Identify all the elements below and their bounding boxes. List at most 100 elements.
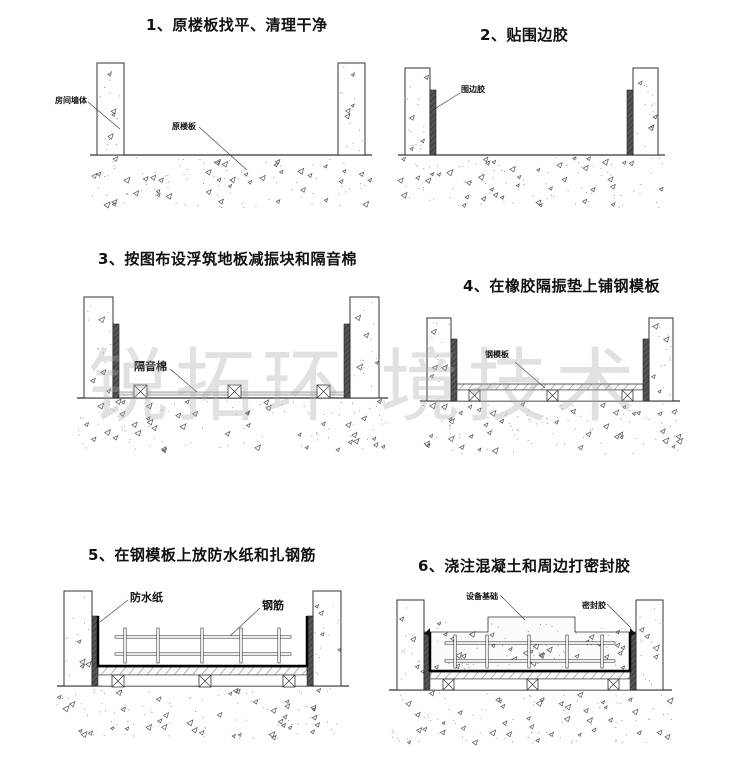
aggregate-mark xyxy=(482,156,489,163)
aggregate-mark xyxy=(476,407,482,413)
aggregate-dot xyxy=(649,718,651,720)
aggregate-dot xyxy=(666,348,668,350)
aggregate-dot xyxy=(381,423,383,425)
aggregate-mark xyxy=(352,438,360,445)
aggregate-dot xyxy=(545,183,547,185)
aggregate-mark xyxy=(520,401,526,407)
aggregate-mark xyxy=(441,720,446,726)
aggregate-mark xyxy=(297,167,305,175)
aggregate-mark xyxy=(644,633,650,640)
aggregate-dot xyxy=(529,712,531,714)
aggregate-dot xyxy=(580,166,582,168)
aggregate-dot xyxy=(97,187,99,189)
steel-formwork xyxy=(429,671,631,680)
aggregate-dot xyxy=(327,691,329,693)
aggregate-dot xyxy=(107,312,109,314)
aggregate-dot xyxy=(306,705,308,707)
aggregate-dot xyxy=(84,708,86,710)
aggregate-mark xyxy=(538,202,543,208)
aggregate-dot xyxy=(556,444,558,446)
aggregate-dot xyxy=(587,420,589,422)
aggregate-dot xyxy=(562,407,564,409)
aggregate-mark xyxy=(477,447,482,452)
aggregate-dot xyxy=(512,451,514,453)
aggregate-dot xyxy=(124,430,126,432)
aggregate-mark xyxy=(287,725,293,731)
aggregate-dot xyxy=(410,86,412,88)
aggregate-dot xyxy=(532,195,534,197)
aggregate-dot xyxy=(321,631,323,633)
aggregate-dot xyxy=(97,423,99,425)
aggregate-dot xyxy=(613,195,615,197)
aggregate-dot xyxy=(106,194,108,196)
aggregate-mark xyxy=(83,421,90,428)
aggregate-dot xyxy=(345,191,347,193)
aggregate-dot xyxy=(667,713,669,715)
aggregate-mark xyxy=(145,723,153,731)
aggregate-dot xyxy=(479,732,481,734)
aggregate-mark xyxy=(529,649,534,654)
aggregate-dot xyxy=(582,437,584,439)
aggregate-mark xyxy=(252,699,259,705)
aggregate-mark xyxy=(415,727,423,734)
aggregate-dot xyxy=(546,732,548,734)
aggregate-mark xyxy=(254,444,262,452)
aggregate-dot xyxy=(600,167,602,169)
aggregate-mark xyxy=(155,696,162,702)
aggregate-mark xyxy=(361,415,367,422)
aggregate-mark xyxy=(464,194,470,200)
aggregate-mark xyxy=(636,730,642,736)
aggregate-dot xyxy=(512,202,514,204)
aggregate-mark xyxy=(78,728,83,734)
aggregate-mark xyxy=(564,703,572,711)
aggregate-dot xyxy=(403,652,405,654)
aggregate-dot xyxy=(470,632,472,634)
aggregate-dot xyxy=(466,663,468,665)
aggregate-mark xyxy=(489,187,494,192)
aggregate-mark xyxy=(414,664,420,670)
aggregate-dot xyxy=(175,202,177,204)
aggregate-dot xyxy=(65,638,67,640)
aggregate-dot xyxy=(505,413,507,415)
aggregate-dot xyxy=(663,714,665,716)
label-waterproof-paper: 防水纸 xyxy=(130,591,163,604)
label-original-slab: 原楼板 xyxy=(172,122,196,131)
vibration-block-x xyxy=(227,384,242,399)
aggregate-dot xyxy=(481,173,483,175)
aggregate-mark xyxy=(618,431,624,436)
edge-strip xyxy=(112,323,120,399)
aggregate-dot xyxy=(82,443,84,445)
aggregate-dot xyxy=(564,443,566,445)
edge-strip xyxy=(429,89,437,156)
aggregate-dot xyxy=(312,164,314,166)
aggregate-mark xyxy=(658,186,664,192)
aggregate-dot xyxy=(460,654,462,656)
aggregate-dot xyxy=(311,203,313,205)
aggregate-dot xyxy=(75,641,77,643)
aggregate-dot xyxy=(576,157,578,159)
aggregate-dot xyxy=(611,164,613,166)
aggregate-dot xyxy=(323,166,325,168)
aggregate-mark xyxy=(363,332,370,339)
aggregate-dot xyxy=(135,448,137,450)
aggregate-dot xyxy=(108,139,110,141)
aggregate-mark xyxy=(652,644,660,652)
aggregate-dot xyxy=(599,707,601,709)
aggregate-mark xyxy=(424,177,432,184)
aggregate-dot xyxy=(277,724,279,726)
aggregate-dot xyxy=(339,204,341,206)
aggregate-dot xyxy=(658,206,660,208)
aggregate-mark xyxy=(460,653,467,659)
aggregate-mark xyxy=(671,408,678,415)
aggregate-mark xyxy=(468,433,474,439)
aggregate-dot xyxy=(121,426,123,428)
aggregate-dot xyxy=(676,411,678,413)
aggregate-mark xyxy=(146,418,154,426)
aggregate-dot xyxy=(560,404,562,406)
aggregate-mark xyxy=(90,436,97,443)
aggregate-mark xyxy=(259,174,266,182)
aggregate-mark xyxy=(546,646,553,654)
aggregate-dot xyxy=(258,698,260,700)
aggregate-dot xyxy=(620,194,622,196)
aggregate-dot xyxy=(113,711,115,713)
